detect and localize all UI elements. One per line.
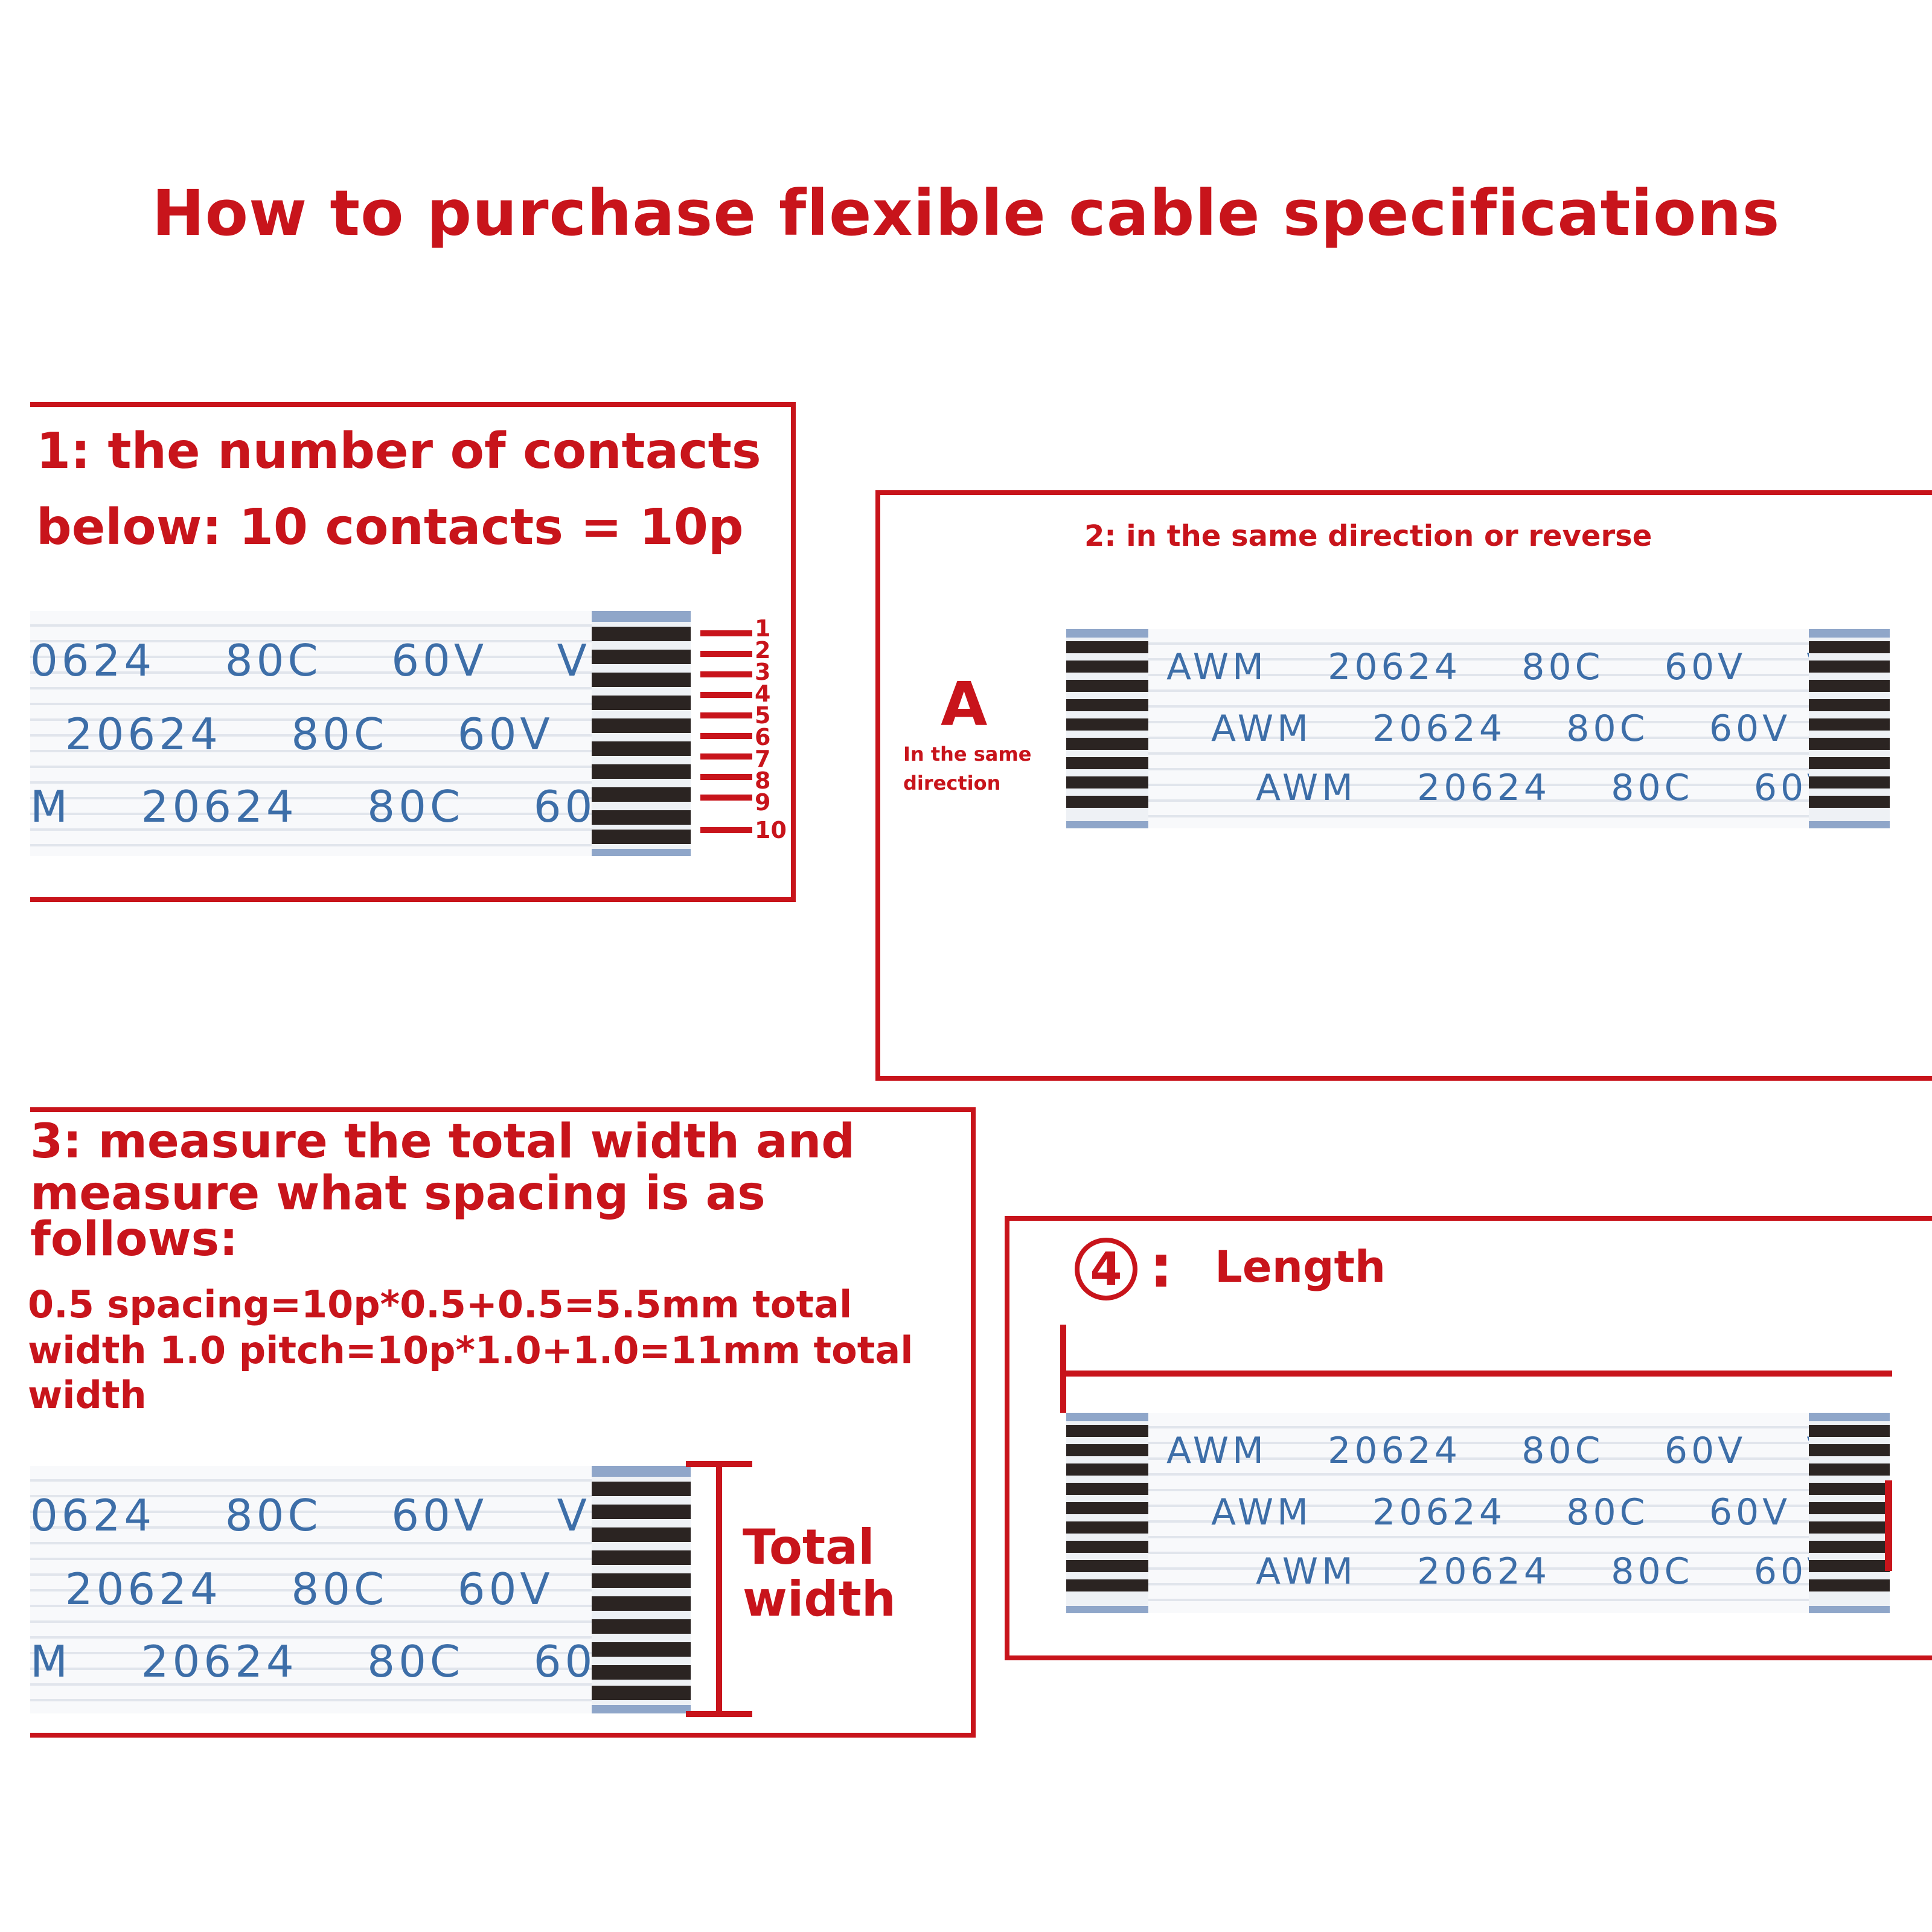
pin-marker (700, 753, 752, 760)
step-number-circle: 4 (1075, 1238, 1137, 1300)
cable-image-3: 0624 80C 60V VW 20624 80C 60V V M 20624 … (30, 1466, 592, 1713)
pin-number: 7 (755, 746, 771, 772)
direction-letter: A (941, 669, 988, 740)
pin-marker (700, 692, 752, 698)
spacing-formula-line1: 0.5 spacing=10p*0.5+0.5=5.5mm total (28, 1282, 852, 1326)
length-end-marker (1885, 1480, 1892, 1571)
cable-print-row: AWM 20624 80C 60V VW-1 (1166, 646, 1809, 688)
cable-print-row: AWM 20624 80C 60V V (1256, 767, 1809, 809)
pin-number: 2 (755, 637, 771, 664)
cable-contacts-left (1066, 1413, 1148, 1613)
pin-marker (700, 630, 752, 636)
pin-marker (700, 795, 752, 801)
cable-contacts (592, 1466, 691, 1713)
cable-print-row: AWM 20624 80C 60V VW (1211, 708, 1791, 750)
pin-number: 10 (755, 817, 787, 843)
pin-number: 8 (755, 767, 771, 794)
panel-contacts-heading-line1: 1: the number of contacts (36, 423, 761, 480)
cable-print-row: 20624 80C 60V V (65, 1564, 554, 1614)
pin-number: 6 (755, 724, 771, 750)
cable-contacts (592, 611, 691, 856)
panel-direction-heading: 2: in the same direction or reverse (1084, 519, 1652, 553)
step-colon: : (1150, 1233, 1173, 1300)
pin-marker (700, 827, 752, 833)
cable-image-2: AWM 20624 80C 60V VW-1 AWM 20624 80C 60V… (1148, 629, 1809, 828)
total-width-label-line2: width (743, 1571, 896, 1627)
pin-marker (700, 651, 752, 657)
cable-print-row: AWM 20624 80C 60V V (1256, 1550, 1809, 1593)
panel-contacts-heading-line2: below: 10 contacts = 10p (36, 499, 744, 556)
cable-contacts-right (1809, 629, 1890, 828)
cable-contacts-right (1809, 1413, 1890, 1613)
pin-number: 1 (755, 615, 771, 642)
cable-print-row: AWM 20624 80C 60V VW (1211, 1491, 1791, 1534)
panel-width-heading-line3: follows: (30, 1212, 238, 1267)
pin-marker (700, 671, 752, 677)
total-width-label-line1: Total (743, 1519, 875, 1575)
cable-print-row: M 20624 80C 60V (30, 781, 592, 832)
length-dimension-line (1060, 1325, 1892, 1413)
step-number: 4 (1090, 1242, 1122, 1296)
cable-contacts-left (1066, 629, 1148, 828)
spacing-formula-line3: width (28, 1373, 147, 1417)
pin-marker (700, 733, 752, 739)
pin-number: 3 (755, 659, 771, 685)
pin-marker (700, 712, 752, 718)
pin-number: 9 (755, 789, 771, 816)
cable-image-1: 0624 80C 60V VW 20624 80C 60V V M 20624 … (30, 611, 592, 856)
cable-print-row: 20624 80C 60V V (65, 709, 554, 760)
panel-length-heading: Length (1215, 1241, 1386, 1292)
spacing-formula-line2: width 1.0 pitch=10p*1.0+1.0=11mm total (28, 1328, 913, 1372)
direction-caption-line1: In the same (903, 743, 1032, 766)
width-dimension-bracket (686, 1461, 752, 1717)
cable-print-row: 0624 80C 60V VW (30, 1490, 592, 1541)
cable-image-4: AWM 20624 80C 60V VW-1 AWM 20624 80C 60V… (1148, 1413, 1809, 1613)
page-title: How to purchase flexible cable specifica… (152, 176, 1780, 250)
panel-width-heading-line1: 3: measure the total width and (30, 1115, 856, 1169)
cable-print-row: M 20624 80C 60V (30, 1636, 592, 1687)
pin-number: 5 (755, 702, 771, 729)
cable-print-row: 0624 80C 60V VW (30, 635, 592, 686)
cable-print-row: AWM 20624 80C 60V VW-1 (1166, 1430, 1809, 1472)
pin-marker (700, 774, 752, 780)
panel-width-heading-line2: measure what spacing is as (30, 1166, 766, 1221)
pin-number: 4 (755, 680, 771, 707)
direction-caption-line2: direction (903, 772, 1001, 795)
